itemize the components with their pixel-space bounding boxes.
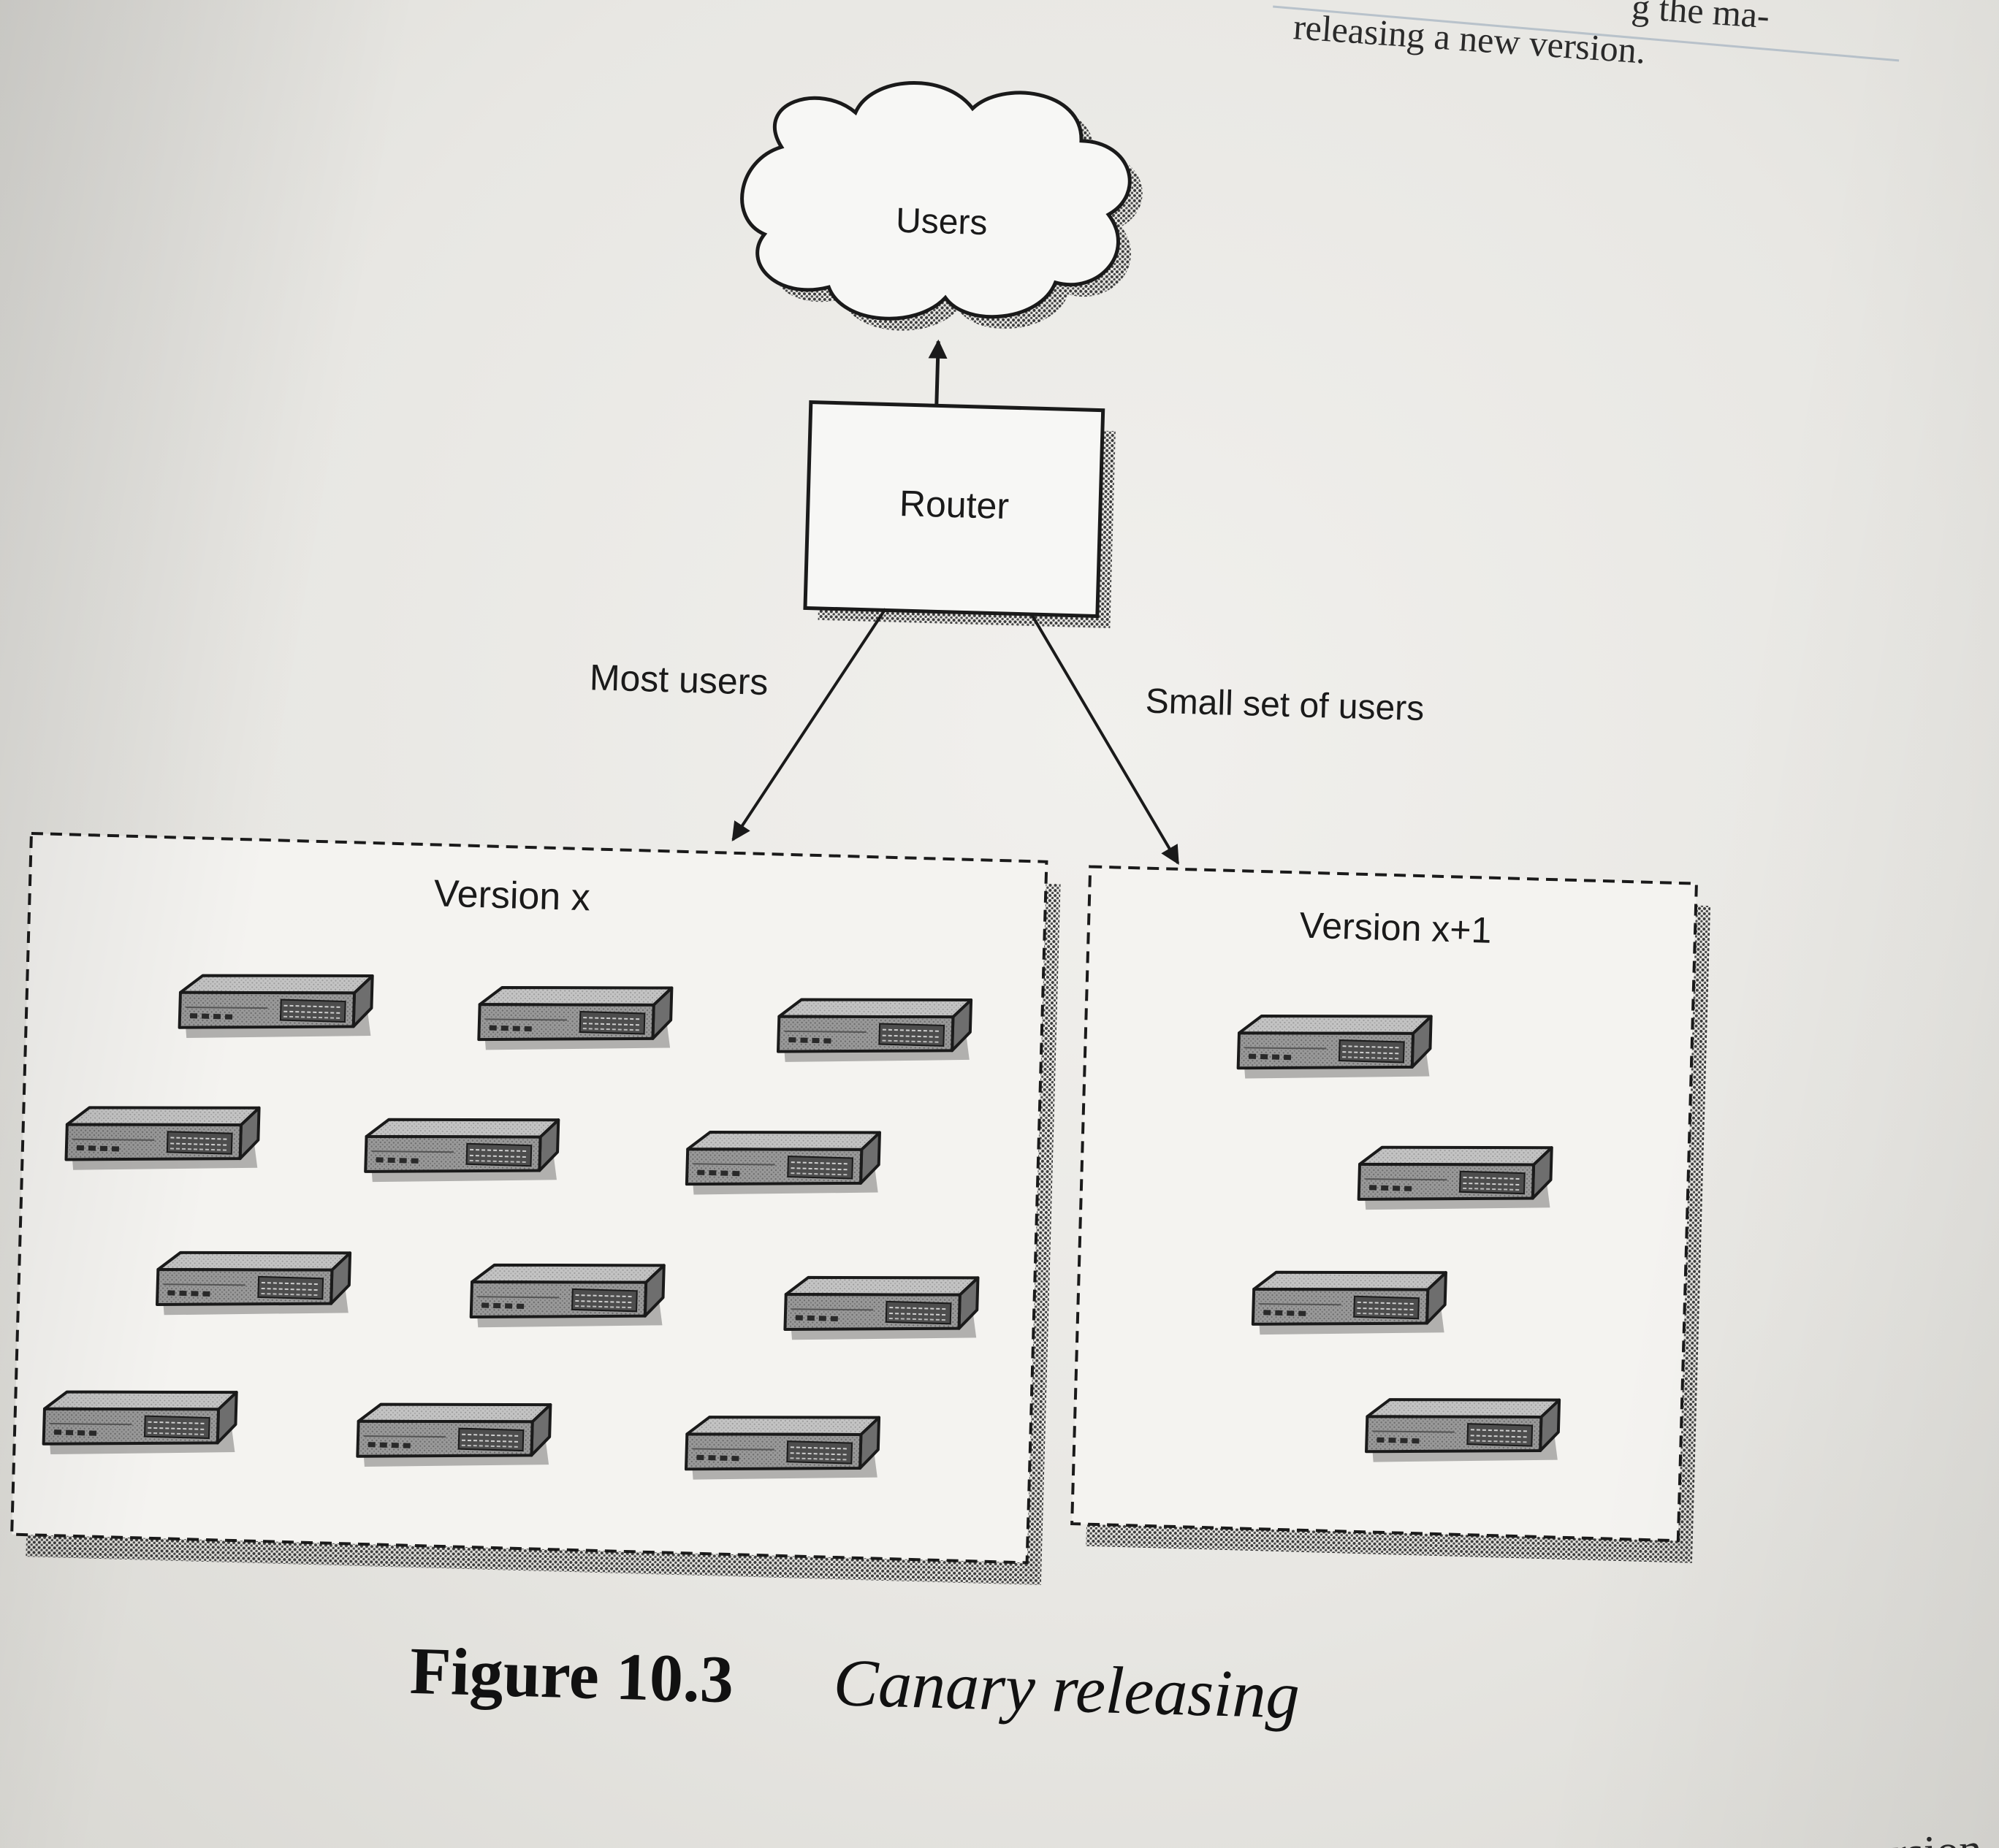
figure-caption: Figure 10.3 Canary releasing — [409, 1633, 1301, 1733]
server-x-2 — [479, 982, 671, 1055]
cloud-shape — [740, 80, 1132, 321]
server-x-10 — [43, 1387, 236, 1459]
server-x-1 — [179, 971, 372, 1043]
router-to-users-arrow — [928, 339, 948, 408]
preceding-text-fragment: g the ma- releasing a new version. — [1273, 0, 1900, 72]
server-x-3 — [778, 995, 971, 1067]
figure-number: Figure 10.3 — [409, 1633, 735, 1717]
header-fragment-line-1: g the ma- — [1630, 0, 1770, 36]
server-x1-1 — [1238, 1011, 1431, 1083]
server-x-5 — [365, 1115, 558, 1187]
server-x-12 — [686, 1412, 879, 1484]
server-x-11 — [357, 1400, 550, 1472]
router-label: Router — [899, 483, 1010, 527]
figure-title: Canary releasing — [833, 1645, 1301, 1733]
version-x-group: Version x — [10, 831, 1061, 1585]
small-set-of-users-label: Small set of users — [1145, 681, 1425, 728]
server-x1-4 — [1366, 1394, 1559, 1467]
server-x1-2 — [1358, 1142, 1551, 1215]
header-fragment-line-2: releasing a new version. — [1292, 6, 1647, 72]
server-x-7 — [157, 1248, 350, 1320]
small-set-arrow — [1030, 614, 1180, 866]
most-users-arrow — [731, 608, 887, 841]
server-x-6 — [686, 1127, 879, 1199]
version-x-plus-1-group: Version x+1 — [1070, 865, 1711, 1563]
server-x-9 — [785, 1272, 978, 1345]
version-x-plus-1-label: Version x+1 — [1299, 904, 1492, 950]
router-rect — [803, 400, 1105, 619]
server-x-8 — [471, 1260, 663, 1332]
server-x1-3 — [1252, 1267, 1445, 1340]
footer-fragment: ersion — [1870, 1825, 1983, 1848]
cloud-label: Users — [895, 202, 988, 243]
router-box: Router — [803, 400, 1116, 629]
most-users-label: Most users — [589, 657, 769, 703]
header-rule — [1273, 5, 1900, 62]
users-cloud: Users — [740, 80, 1143, 331]
version-x-label: Version x — [433, 872, 590, 919]
server-x-4 — [66, 1102, 259, 1175]
